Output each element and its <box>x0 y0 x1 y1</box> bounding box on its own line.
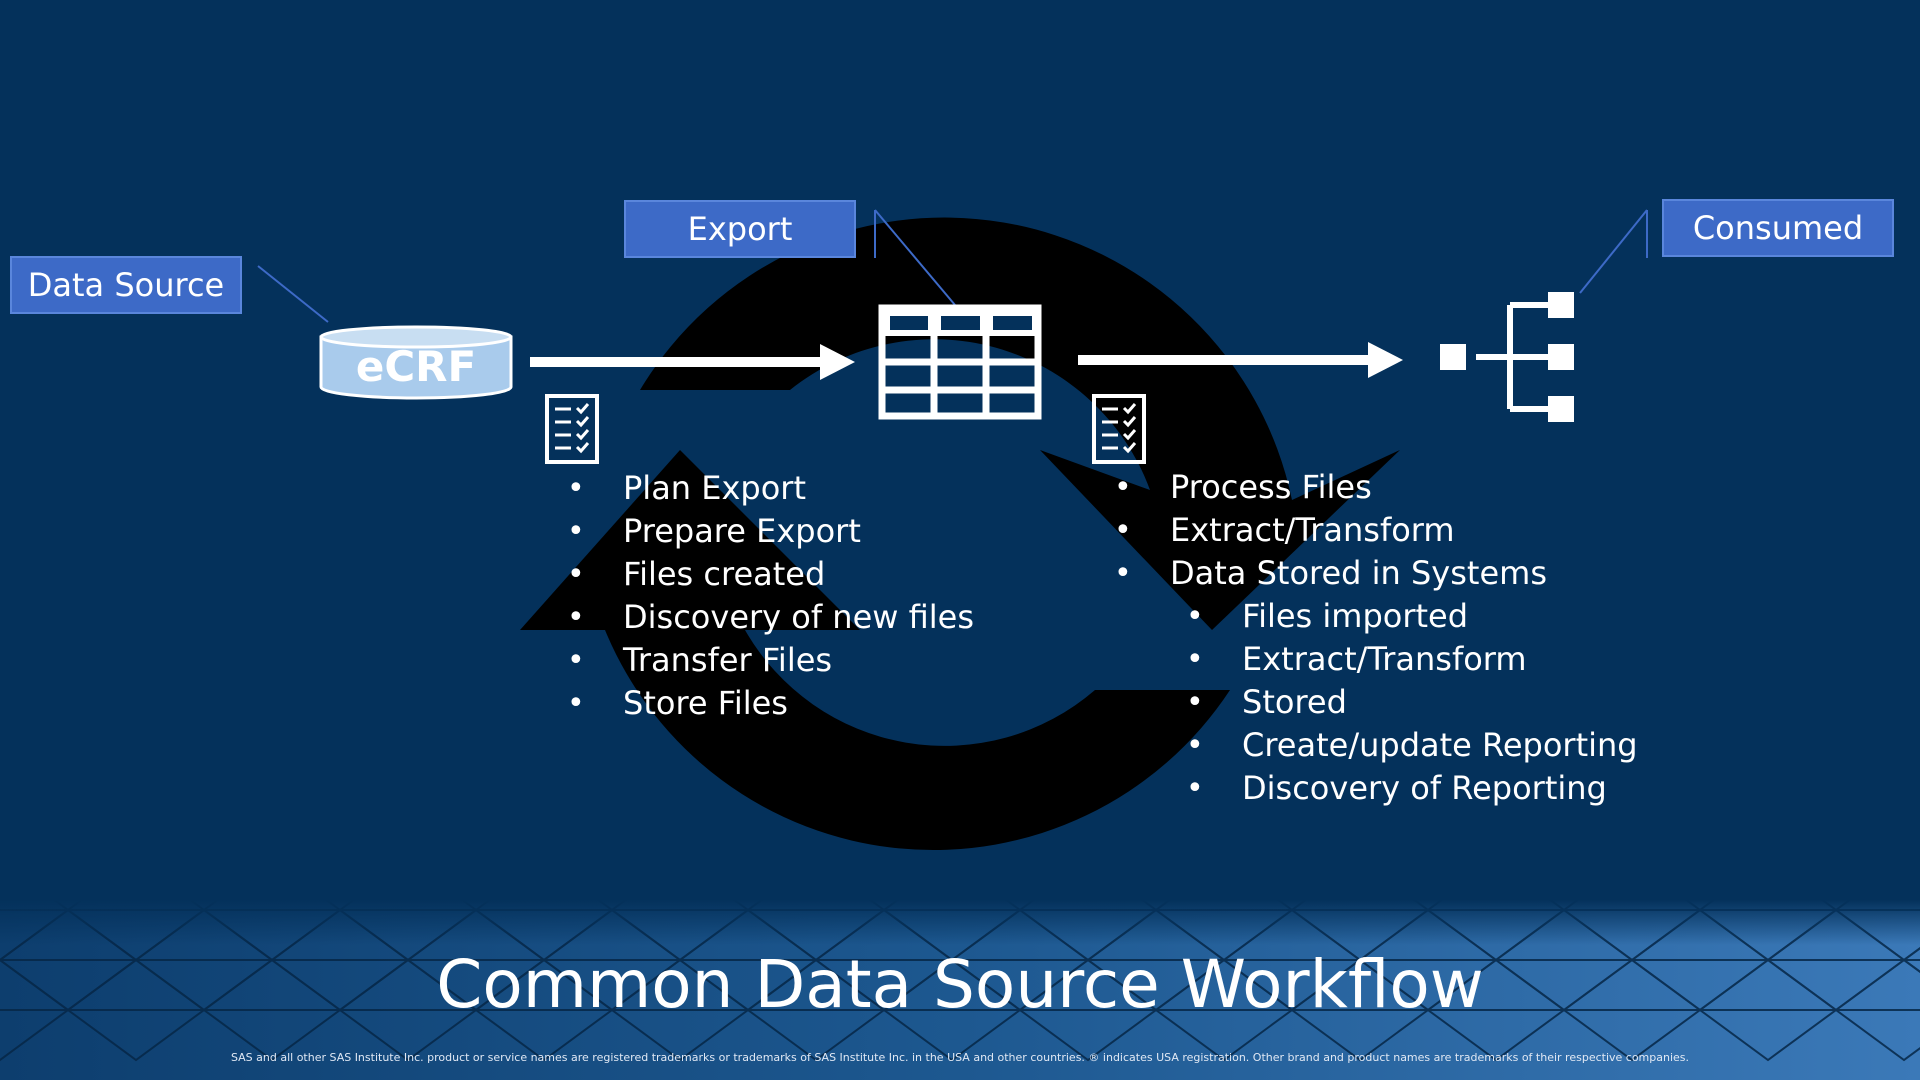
hierarchy-icon <box>1440 292 1574 422</box>
list-subitem: Discovery of Reporting <box>1186 767 1638 810</box>
trademark-footnote: SAS and all other SAS Institute Inc. pro… <box>230 1051 1690 1064</box>
data-source-callout: Data Source <box>10 256 242 314</box>
list-item: Plan Export <box>567 467 974 510</box>
list-item: Process Files <box>1114 466 1638 509</box>
consume-steps-list: Process Files Extract/Transform Data Sto… <box>1114 466 1638 810</box>
list-item: Discovery of new files <box>567 596 974 639</box>
list-item: Extract/Transform <box>1114 509 1638 552</box>
list-item: Files created <box>567 553 974 596</box>
checklist-icon <box>1092 394 1146 464</box>
list-subitem: Create/update Reporting <box>1186 724 1638 767</box>
list-item: Transfer Files <box>567 639 974 682</box>
list-item: Prepare Export <box>567 510 974 553</box>
data-source-label: Data Source <box>27 266 225 304</box>
consumed-label: Consumed <box>1692 209 1864 247</box>
export-steps-list: Plan Export Prepare Export Files created… <box>567 467 974 725</box>
right-arrow-icon <box>530 344 855 380</box>
list-item: Store Files <box>567 682 974 725</box>
geometric-pattern-background <box>0 900 1920 1080</box>
right-arrow-icon <box>1078 342 1403 378</box>
list-subitem: Extract/Transform <box>1186 638 1638 681</box>
list-subitem: Stored <box>1186 681 1638 724</box>
slide-title: Common Data Source Workflow <box>436 946 1484 1023</box>
export-callout: Export <box>624 200 856 258</box>
export-label: Export <box>687 210 793 248</box>
list-subitem: Files imported <box>1186 595 1638 638</box>
consumed-callout: Consumed <box>1662 199 1894 257</box>
ecrf-label: eCRF <box>356 342 476 391</box>
table-grid-icon <box>878 304 1042 420</box>
database-icon: eCRF <box>319 325 513 400</box>
checklist-icon <box>545 394 599 464</box>
list-item: Data Stored in Systems <box>1114 552 1638 595</box>
